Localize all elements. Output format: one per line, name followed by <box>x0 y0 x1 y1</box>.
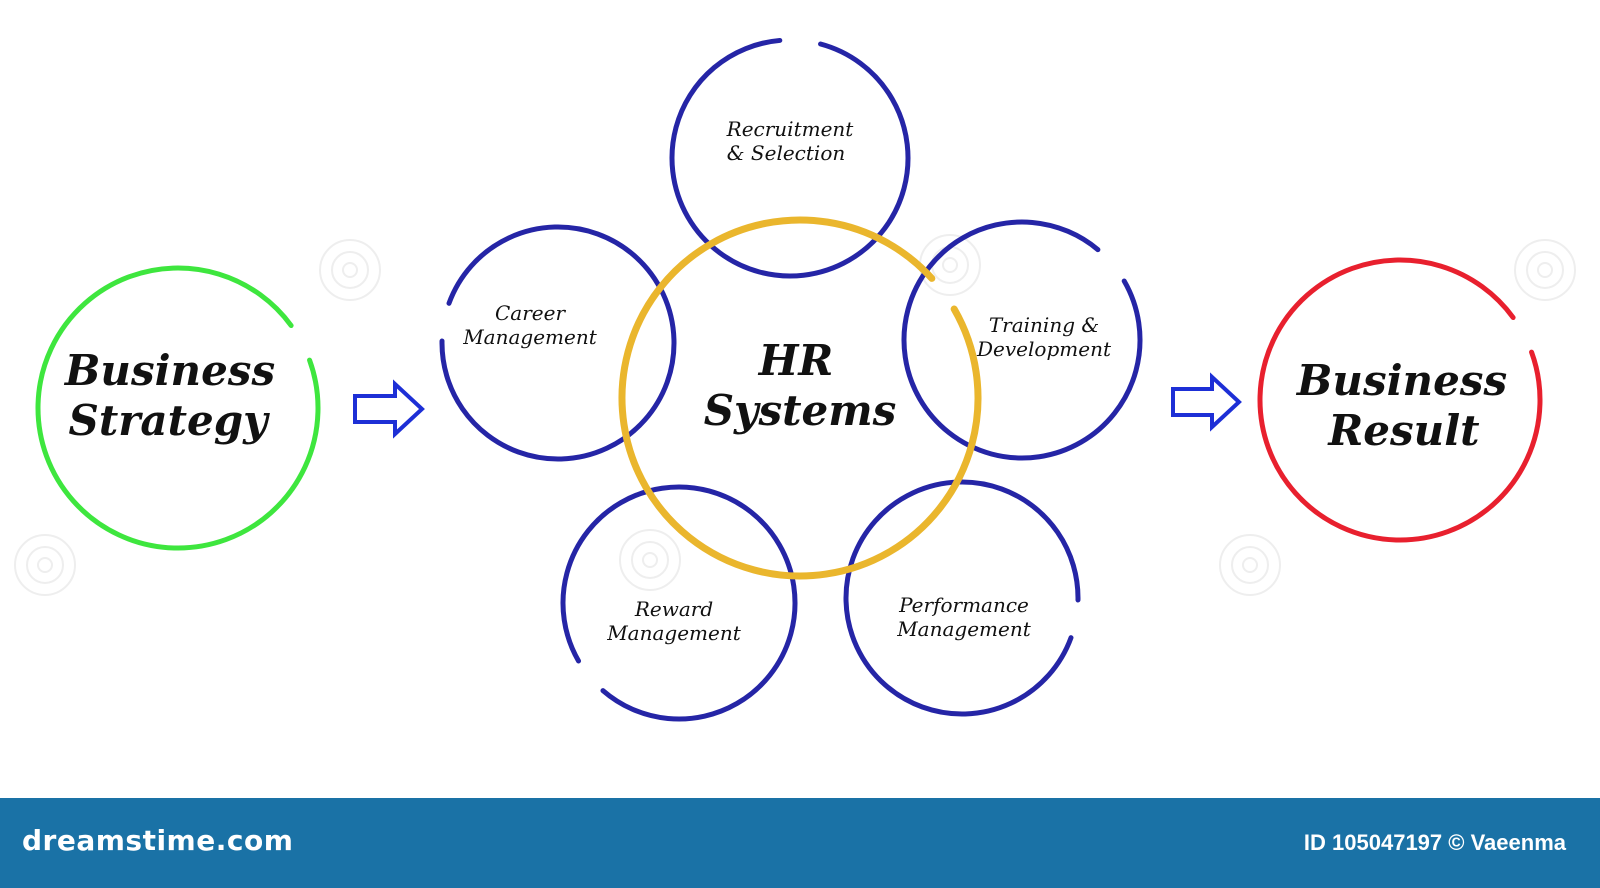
stock-footer-bar: dreamstime.com ID 105047197 © Vaeenma <box>0 798 1600 888</box>
reward-management-label-line2: Management <box>606 621 742 645</box>
reward-management-label-line1: Reward <box>634 597 713 621</box>
flow-arrow-right-2 <box>1171 372 1242 432</box>
recruitment-selection-label-line1: Recruitment <box>726 117 855 141</box>
hr-systems-diagram: Business Strategy HR Systems Recruitment… <box>14 37 1576 722</box>
recruitment-selection-label-line2: & Selection <box>727 141 846 165</box>
hr-systems-label-line1: HR <box>758 336 834 385</box>
stock-id-credit: ID 105047197 © Vaeenma <box>1303 830 1566 855</box>
training-development-ring <box>901 219 1143 461</box>
business-result-label-line1: Business <box>1296 356 1507 405</box>
performance-management-ring <box>843 479 1081 717</box>
career-management-ring <box>439 224 677 462</box>
business-strategy-label-line1: Business <box>64 346 275 395</box>
business-result-node: Business Result <box>1257 257 1543 543</box>
brand-logo-text: dreamstime.com <box>22 824 294 857</box>
business-strategy-ring <box>35 265 321 551</box>
recruitment-selection-ring <box>669 37 911 279</box>
business-result-ring <box>1257 257 1543 543</box>
hr-systems-node: HR Systems <box>618 216 982 580</box>
career-management-label-line2: Management <box>462 325 598 349</box>
reward-management-ring <box>560 484 798 722</box>
career-management-label-line1: Career <box>495 301 566 325</box>
flow-arrow-right-1 <box>353 379 425 439</box>
business-strategy-node: Business Strategy <box>35 265 321 551</box>
training-development-label-line1: Training & <box>989 313 1099 337</box>
performance-management-label-line2: Management <box>896 617 1032 641</box>
performance-management-label-line1: Performance <box>898 593 1029 617</box>
training-development-label-line2: Development <box>976 337 1112 361</box>
business-strategy-label-line2: Strategy <box>69 396 271 445</box>
hr-systems-ring <box>618 216 982 580</box>
hr-systems-label-line2: Systems <box>704 386 897 435</box>
business-result-label-line2: Result <box>1327 406 1479 455</box>
satellite-rings <box>439 37 1143 722</box>
satellite-labels: Recruitment & Selection Training & Devel… <box>462 117 1112 645</box>
